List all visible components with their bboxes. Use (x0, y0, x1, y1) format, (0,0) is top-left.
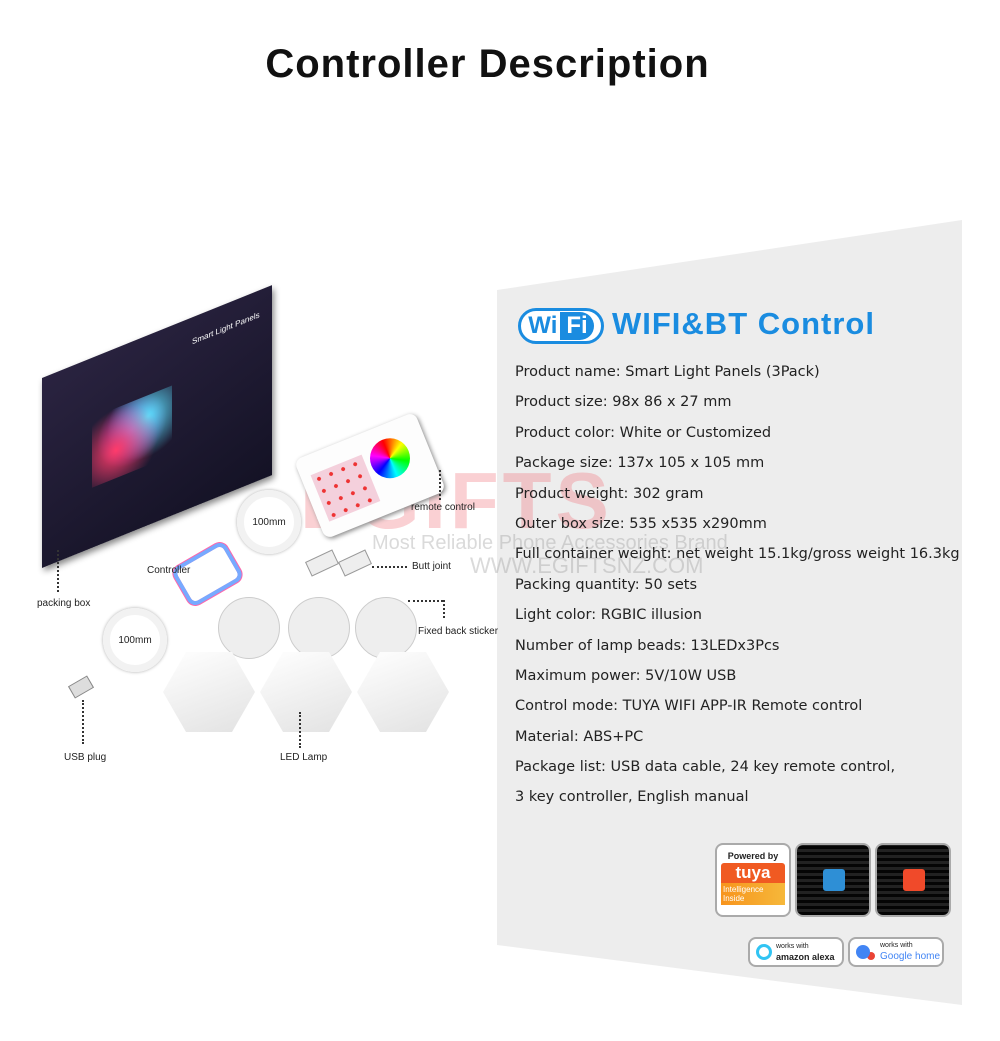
spec-line: Product size: 98x 86 x 27 mm (515, 394, 732, 411)
usb-plug (67, 675, 95, 699)
alexa-icon (756, 944, 772, 960)
spec-line: Number of lamp beads: 13LEDx3Pcs (515, 637, 780, 654)
label-remote: remote control (411, 502, 475, 513)
label-butt-joint: Butt joint (412, 561, 451, 572)
sticker (355, 597, 417, 659)
cable-length: 100mm (118, 634, 152, 646)
spec-line: 3 key controller, English manual (515, 789, 749, 806)
label-packing-box: packing box (37, 598, 91, 609)
spec-list: Product name: Smart Light Panels (3Pack)… (515, 362, 960, 818)
spec-line: Product name: Smart Light Panels (3Pack) (515, 364, 820, 380)
spec-line: Product weight: 302 gram (515, 485, 704, 502)
tuya-badge: Powered by tuya Intelligence Inside (715, 843, 791, 917)
led-lamp (260, 652, 352, 732)
sticker (288, 597, 350, 659)
spec-line: Package size: 137x 105 x 105 mm (515, 455, 765, 472)
spec-line: Outer box size: 535 x535 x290mm (515, 515, 767, 532)
spec-line: Control mode: TUYA WIFI APP-IR Remote co… (515, 698, 863, 715)
smart-home-icon (823, 869, 845, 891)
spec-line: Packing quantity: 50 sets (515, 576, 698, 593)
label-sticker: Fixed back sticker (418, 626, 499, 637)
label-controller: Controller (147, 565, 191, 576)
led-lamp (163, 652, 255, 732)
spec-line: Maximum power: 5V/10W USB (515, 667, 737, 684)
spec-line: Product color: White or Customized (515, 424, 772, 441)
tuya-app-icon (903, 869, 925, 891)
spec-line: Material: ABS+PC (515, 728, 644, 745)
label-led-lamp: LED Lamp (280, 752, 328, 763)
watermark-url: WWW.EGIFTSNZ.COM (470, 553, 704, 578)
tuya-app-qr-code[interactable] (875, 843, 951, 917)
label-usb-plug: USB plug (64, 752, 107, 763)
led-lamp (357, 652, 449, 732)
cable-length: 100mm (252, 516, 286, 528)
page-title: Controller Description (265, 42, 710, 86)
box-title: Smart Light Panels (192, 310, 260, 347)
spec-line: Light color: RGBIC illusion (515, 607, 702, 624)
cable-loop: 100mm (103, 608, 167, 672)
smart-life-qr-code[interactable] (795, 843, 871, 917)
sticker (218, 597, 280, 659)
spec-line: Package list: USB data cable, 24 key rem… (515, 759, 896, 776)
section-heading: WIFI&BT Control (612, 306, 875, 341)
cable-loop: 100mm (237, 490, 301, 554)
spec-line: Full container weight: net weight 15.1kg… (515, 546, 960, 563)
watermark-tagline: Most Reliable Phone Accessories Brand (372, 532, 728, 554)
google-assistant-icon (856, 945, 870, 959)
